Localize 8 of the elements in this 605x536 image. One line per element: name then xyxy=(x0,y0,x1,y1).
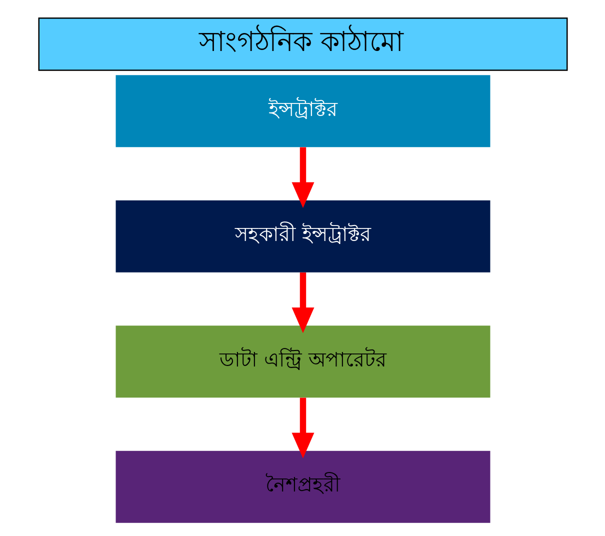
node-box: নৈশপ্রহরী xyxy=(115,450,490,523)
arrow xyxy=(291,398,314,458)
node-box: ইন্সট্রাক্টর xyxy=(115,75,490,148)
diagram-title: সাংগঠনিক কাঠামো xyxy=(198,27,404,58)
node-box: সহকারী ইন্সট্রাক্টর xyxy=(115,200,490,272)
node-box: ডাটা এন্ট্রি অপারেটর xyxy=(115,326,490,398)
arrow xyxy=(291,147,314,208)
arrow xyxy=(291,272,314,334)
